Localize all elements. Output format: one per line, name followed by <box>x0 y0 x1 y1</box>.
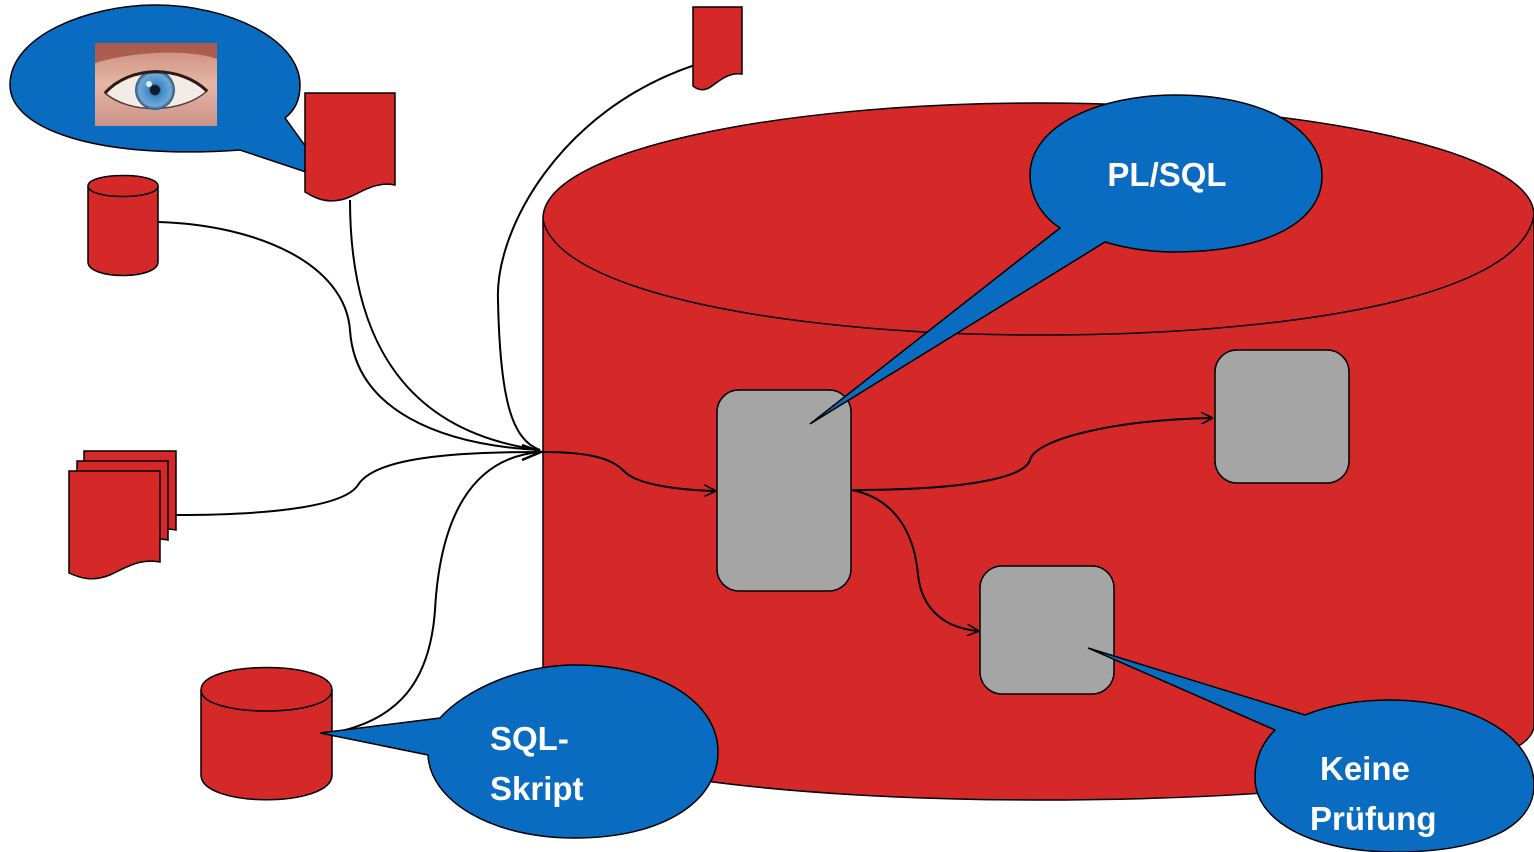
sql-script-callout: SQL- Skript <box>319 664 719 839</box>
main-database <box>542 102 1534 801</box>
input-connectors <box>157 64 696 734</box>
process-box-main <box>716 389 852 592</box>
no-check-callout: Keine Prüfung <box>1087 647 1534 852</box>
process-box-lower <box>979 565 1115 695</box>
sql-label-line1: SQL- <box>490 720 569 757</box>
document-stack-icon <box>68 450 177 580</box>
plsql-callout: PL/SQL <box>809 94 1323 425</box>
internal-connectors <box>542 418 1212 631</box>
database-small-icon <box>87 174 159 277</box>
sql-label-line2: Skript <box>490 770 584 807</box>
document-top-icon <box>692 6 743 91</box>
keine-label-line2: Prüfung <box>1310 800 1436 837</box>
process-box-right <box>1214 349 1350 484</box>
plsql-label: PL/SQL <box>1107 156 1226 193</box>
keine-label-line1: Keine <box>1320 750 1410 787</box>
document-icon <box>304 92 396 202</box>
eye-photo <box>95 43 217 126</box>
database-sql-icon <box>200 666 333 801</box>
